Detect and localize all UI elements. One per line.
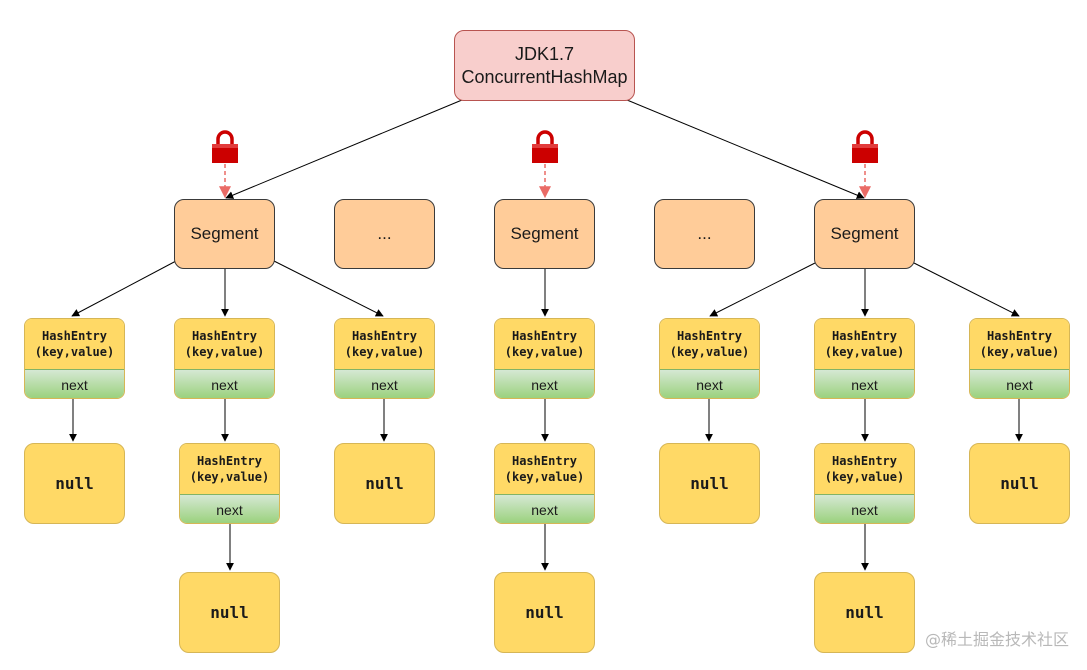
edge-root-to-segment-3: [626, 99, 865, 199]
hash-entry-kv: (key,value): [184, 345, 265, 359]
hash-entry-next: next: [175, 369, 274, 398]
hash-entry-title: HashEntry: [351, 329, 418, 343]
hash-entry-kv: (key,value): [979, 345, 1060, 359]
hash-entry-next: next: [180, 494, 279, 523]
hash-entry-next: next: [815, 494, 914, 523]
hash-entry: HashEntry (key,value) next: [494, 318, 595, 399]
root-line1: JDK1.7: [514, 43, 575, 64]
hash-entry-title: HashEntry: [41, 329, 108, 343]
hash-entry-next: next: [815, 369, 914, 398]
edge-seg1-entry1: [71, 260, 177, 317]
hash-entry-next: next: [495, 494, 594, 523]
hash-entry-kv: (key,value): [189, 470, 270, 484]
hash-entry: HashEntry (key,value) next: [334, 318, 435, 399]
null-node: null: [334, 443, 435, 524]
hash-entry: HashEntry (key,value) next: [814, 318, 915, 399]
lock-icon: [532, 130, 558, 163]
segment-node: Segment: [494, 199, 595, 269]
hash-entry-next: next: [335, 369, 434, 398]
hash-entry-next: next: [25, 369, 124, 398]
hash-entry-kv: (key,value): [504, 470, 585, 484]
edge-seg1-entry3: [273, 260, 384, 317]
hash-entry-title: HashEntry: [511, 454, 578, 468]
lock-icon: [212, 130, 238, 163]
null-node: null: [179, 572, 280, 653]
null-node: null: [969, 443, 1070, 524]
null-node: null: [659, 443, 760, 524]
hash-entry-kv: (key,value): [669, 345, 750, 359]
hash-entry-next: next: [660, 369, 759, 398]
hash-entry: HashEntry (key,value) next: [969, 318, 1070, 399]
null-node: null: [24, 443, 125, 524]
root-node: JDK1.7 ConcurrentHashMap: [454, 30, 635, 101]
hash-entry-next: next: [495, 369, 594, 398]
hash-entry: HashEntry (key,value) next: [24, 318, 125, 399]
lock-icon: [852, 130, 878, 163]
null-node: null: [494, 572, 595, 653]
hash-entry: HashEntry (key,value) next: [659, 318, 760, 399]
hash-entry: HashEntry (key,value) next: [494, 443, 595, 524]
edge-seg3-entry1: [709, 262, 816, 317]
ellipsis-node: ...: [654, 199, 755, 269]
segment-node: Segment: [814, 199, 915, 269]
hash-entry-title: HashEntry: [196, 454, 263, 468]
hash-entry-title: HashEntry: [191, 329, 258, 343]
segment-node: Segment: [174, 199, 275, 269]
hash-entry-title: HashEntry: [831, 454, 898, 468]
hash-entry-kv: (key,value): [344, 345, 425, 359]
root-line2: ConcurrentHashMap: [461, 66, 628, 87]
ellipsis-node: ...: [334, 199, 435, 269]
hash-entry: HashEntry (key,value) next: [174, 318, 275, 399]
edge-seg3-entry3: [913, 262, 1020, 317]
hash-entry-kv: (key,value): [824, 470, 905, 484]
hash-entry-title: HashEntry: [986, 329, 1053, 343]
hash-entry: HashEntry (key,value) next: [179, 443, 280, 524]
hash-entry-kv: (key,value): [504, 345, 585, 359]
hash-entry: HashEntry (key,value) next: [814, 443, 915, 524]
hash-entry-kv: (key,value): [824, 345, 905, 359]
hash-entry-next: next: [970, 369, 1069, 398]
hash-entry-title: HashEntry: [831, 329, 898, 343]
hash-entry-title: HashEntry: [511, 329, 578, 343]
watermark: @稀土掘金技术社区: [924, 630, 1069, 649]
hash-entry-kv: (key,value): [34, 345, 115, 359]
edge-root-to-segment-1: [225, 99, 463, 199]
null-node: null: [814, 572, 915, 653]
hash-entry-title: HashEntry: [676, 329, 743, 343]
